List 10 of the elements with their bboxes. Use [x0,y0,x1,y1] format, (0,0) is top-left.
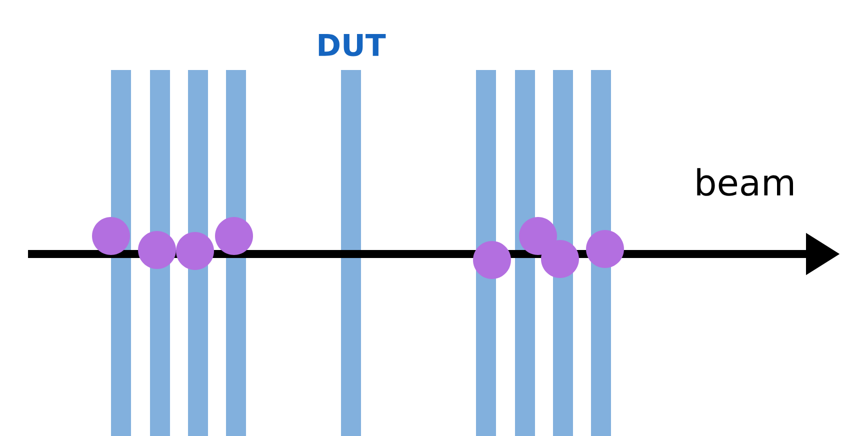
detector-plane [476,70,496,436]
detector-plane [553,70,573,436]
detector-plane [111,70,131,436]
detector-plane [188,70,208,436]
arrow-label: beam [697,168,793,196]
detector-plane [591,70,611,436]
dut-plane: DUT [318,34,386,436]
detector-plane [515,70,535,436]
detector-plane [150,70,170,436]
node-label: DUT [318,34,386,56]
